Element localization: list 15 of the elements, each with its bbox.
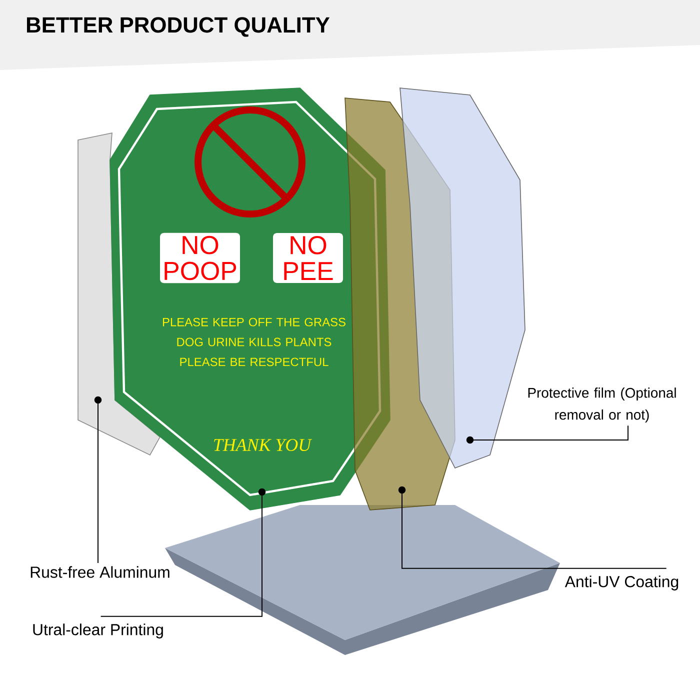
title-banner: BETTER PRODUCT QUALITY [0,0,700,70]
leader-line [100,488,266,617]
sign-text: THANK YOU [214,438,312,452]
aluminum-plate [78,132,161,456]
callout-label: Anti-UV Coating [564,576,678,590]
protective-film [400,88,526,468]
sign-text: PLEASE KEEP OFF THE GRASS DOG URINE KILLS PLANTS PLEASE BE RESPECTFUL [162,318,346,366]
leader-line [94,396,102,564]
sign-text: NO POOP [160,232,240,284]
callout-label: Utral-clear Printing [33,624,163,638]
sign-text: NO PEE [273,233,343,283]
callout-label: Rust-free Aluminum [30,566,170,578]
leader-line [466,425,628,444]
callout-label: Protective film (Optional removal or not) [528,388,676,422]
leader-line [398,486,667,569]
